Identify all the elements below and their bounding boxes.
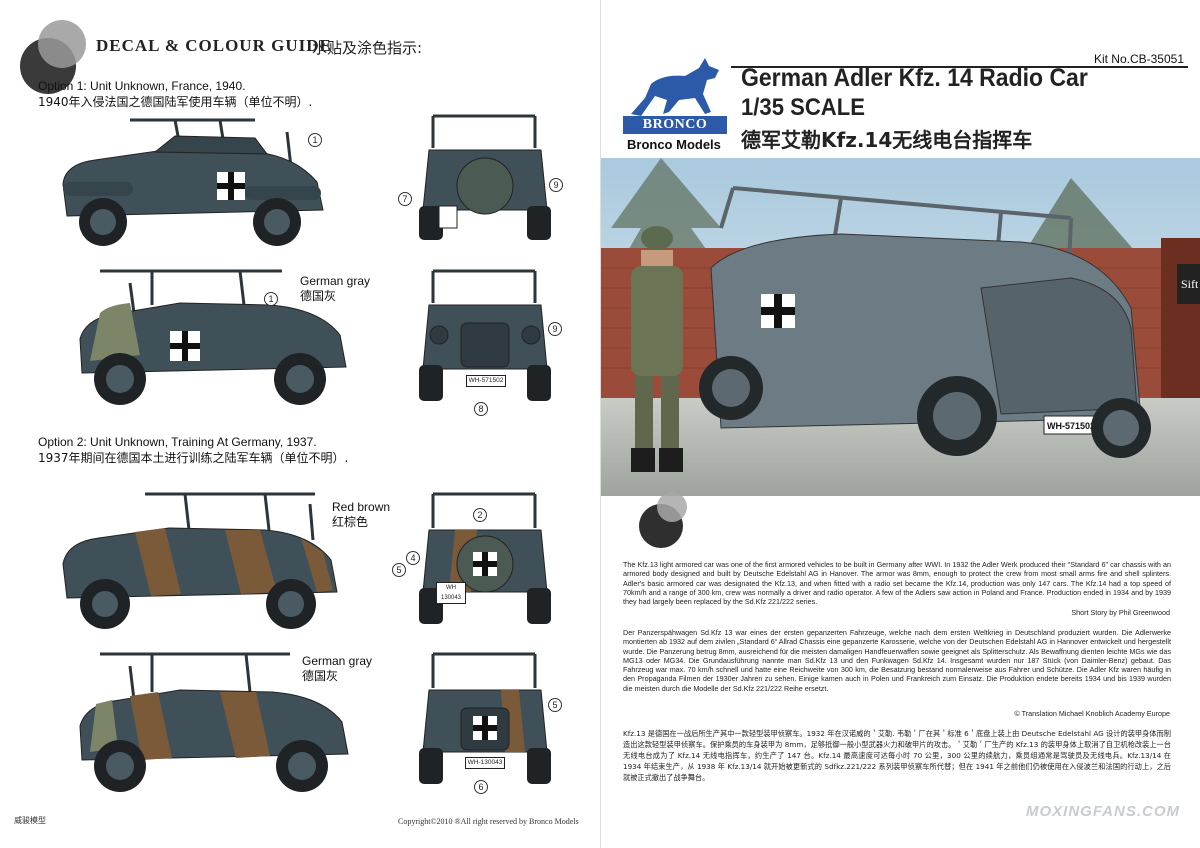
german-description: Der Panzerspähwagen Sd.Kfz 13 war eines … <box>623 628 1171 693</box>
option2-side-view-left <box>62 492 338 629</box>
option1-front-plate: WH-571502 <box>466 375 506 387</box>
brand-subtitle: Bronco Models <box>627 137 721 152</box>
option2-color-label-2: German gray 德国灰 <box>302 654 372 684</box>
rear-plate <box>438 205 458 229</box>
kit-rule <box>731 66 1188 68</box>
option1-title-cn: 1940年入侵法国之德国陆军使用车辆（单位不明）. <box>38 95 313 109</box>
option1-front-view <box>419 269 551 401</box>
footer-brand-cn: 威骏模型 <box>14 816 46 825</box>
product-title-cn: 德军艾勒Kfz.14无线电台指挥车 <box>741 128 1033 152</box>
color-german-gray-2: German gray <box>302 654 373 668</box>
product-title: German Adler Kfz. 14 Radio Car <box>741 64 1088 92</box>
option1-color-label: German gray 德国灰 <box>300 274 370 304</box>
box-art-illustration: Sift WH-571502 <box>601 158 1200 496</box>
option2-title-cn: 1937年期间在德国本土进行训练之陆军车辆（单位不明）. <box>38 451 349 465</box>
balkenkreuz-marking <box>761 294 795 328</box>
callout-7: 7 <box>398 192 412 206</box>
callout-5-front: 5 <box>548 698 562 712</box>
english-description: The Kfz.13 light armored car was one of … <box>623 560 1171 607</box>
brand-name: BRONCO <box>623 116 727 134</box>
callout-1-option1-side: 1 <box>308 133 322 147</box>
option2-rear-plate: WH 130043 <box>436 582 466 604</box>
color-german-gray-2-cn: 德国灰 <box>302 669 339 683</box>
bronco-horse-logo <box>631 58 719 116</box>
header-decor-circle-light <box>38 20 86 68</box>
callout-4: 4 <box>406 551 420 565</box>
radiator-grille <box>460 322 510 368</box>
option2-front-view <box>419 652 551 784</box>
right-page: Kit No.CB-35051 BRONCO Bronco Models Ger… <box>600 0 1200 848</box>
callout-8: 8 <box>474 402 488 416</box>
balkenkreuz-marking <box>170 331 200 361</box>
callout-6: 6 <box>474 780 488 794</box>
option2-side-view-right <box>79 652 349 792</box>
option2-front-plate: WH-130043 <box>465 757 505 769</box>
street-sign <box>1177 264 1200 304</box>
option2-rear-view <box>419 492 551 624</box>
callout-9-front: 9 <box>548 322 562 336</box>
option2-title: Option 2: Unit Unknown, Training At Germ… <box>38 435 317 449</box>
callout-2-rear: 2 <box>473 508 487 522</box>
color-german-gray: German gray <box>300 274 371 288</box>
balkenkreuz-marking <box>473 716 497 740</box>
callout-9-rear: 9 <box>549 178 563 192</box>
color-red-brown: Red brown <box>332 500 391 514</box>
camo-stripe <box>225 530 277 594</box>
decal-guide-title: DECAL & COLOUR GUIDE <box>96 36 332 55</box>
camo-stripe <box>301 538 333 592</box>
camo-stripe <box>135 528 181 596</box>
street-sign-text: Sift <box>1181 277 1199 291</box>
soldier-figure <box>631 226 683 472</box>
plate-top: WH <box>446 585 456 591</box>
option1-rear-view <box>419 114 551 240</box>
option2-color-label-1: Red brown 红棕色 <box>332 500 390 530</box>
hull-top <box>153 135 269 155</box>
option1-heading: Option 1: Unit Unknown, France, 1940. 19… <box>38 78 312 110</box>
balkenkreuz-marking <box>217 172 245 200</box>
option1-side-view-right <box>79 269 347 405</box>
german-credit: © Translation Michael Knoblich Academy E… <box>1014 709 1170 718</box>
callout-5-rear: 5 <box>392 563 406 577</box>
decal-guide-title-cn: 水贴及涂色指示: <box>312 39 423 57</box>
front-fender <box>63 182 133 196</box>
english-credit: Short Story by Phil Greenwood <box>1071 608 1170 617</box>
art-plate-text: WH-571502 <box>1047 421 1095 431</box>
callout-1-option1-right: 1 <box>264 292 278 306</box>
kit-number: Kit No.CB-35051 <box>1093 52 1184 66</box>
left-page: DECAL & COLOUR GUIDE 水贴及涂色指示: Option 1: … <box>14 20 579 826</box>
color-german-gray-cn: 德国灰 <box>300 289 337 303</box>
option1-side-view-left <box>62 118 324 246</box>
plate-bottom: 130043 <box>440 595 462 601</box>
text-decor-circle-light <box>657 492 687 522</box>
color-red-brown-cn: 红棕色 <box>332 515 369 529</box>
option1-title: Option 1: Unit Unknown, France, 1940. <box>38 79 246 93</box>
rear-fender <box>245 186 321 200</box>
option2-heading: Option 2: Unit Unknown, Training At Germ… <box>38 434 348 466</box>
spare-wheel <box>456 157 514 215</box>
chinese-description: Kfz.13 是德国在一战后所生产其中一款轻型装甲侦察车。1932 年在汉诺威的… <box>623 729 1171 782</box>
balkenkreuz-marking <box>473 552 497 576</box>
footer-copyright: Copyright©2010 ®All right reserved by Br… <box>398 817 579 826</box>
product-scale: 1/35 SCALE <box>741 94 865 121</box>
site-watermark: MOXINGFANS.COM <box>1025 803 1180 820</box>
radio-car: WH-571502 <box>699 186 1151 458</box>
